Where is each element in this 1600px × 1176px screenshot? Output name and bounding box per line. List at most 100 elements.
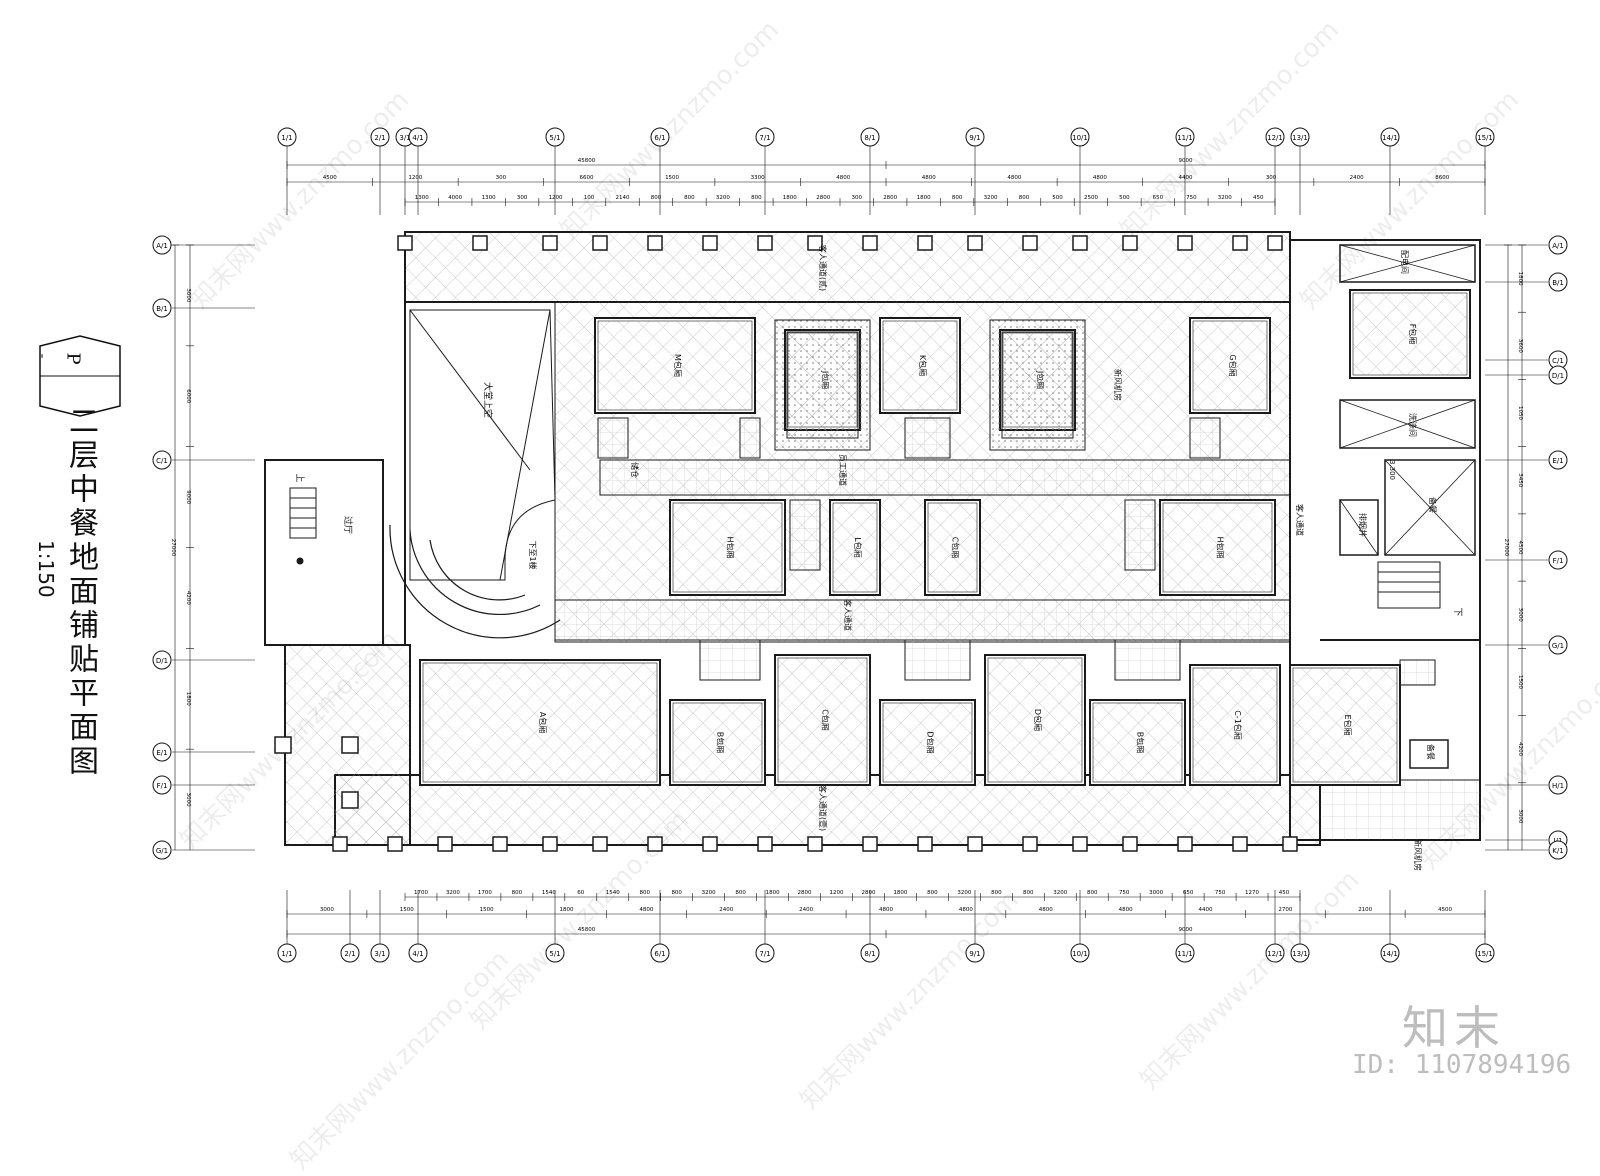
washroom-block [789,499,821,571]
room-block: B包厢 [1089,699,1186,786]
svg-text:F/1: F/1 [157,782,168,790]
room-label: C包厢 [821,709,831,731]
corridor-top-label: 客人通道(贰) [818,245,828,291]
svg-text:2400: 2400 [1350,175,1364,181]
svg-text:4800: 4800 [836,175,850,181]
room-label: C包厢 [951,537,961,559]
svg-text:3000: 3000 [320,907,334,913]
shaft-room [1339,499,1379,556]
left-axis-bubble: E/1 [152,742,172,762]
svg-text:3200: 3200 [1218,195,1232,201]
svg-text:4/1: 4/1 [412,134,423,142]
svg-text:650: 650 [1153,195,1164,201]
svg-text:15/1: 15/1 [1477,134,1493,142]
prep-room [1384,459,1476,556]
drawing-title: 二层中餐地面铺贴平面图 [63,405,98,779]
room-block: C包厢 [924,499,981,596]
svg-text:4500: 4500 [1517,541,1523,555]
top-corridor-slab [404,231,1291,303]
svg-text:500: 500 [1119,195,1130,201]
svg-text:800: 800 [671,890,682,896]
svg-text:1300: 1300 [415,195,429,201]
washroom-block [1399,659,1436,686]
column [967,836,983,852]
stair-down-label: 下 [1452,607,1462,616]
column [1072,836,1088,852]
top-axis-bubble: 8/1 [860,127,880,147]
svg-text:6600: 6600 [580,175,594,181]
svg-text:800: 800 [952,195,963,201]
svg-text:1800: 1800 [783,195,797,201]
column [1267,235,1283,251]
svg-text:4200: 4200 [1517,742,1523,756]
svg-text:4800: 4800 [1119,907,1133,913]
svg-text:12/1: 12/1 [1267,950,1283,958]
svg-text:1500: 1500 [665,175,679,181]
bottom-axis-bubble: 3/1 [370,943,390,963]
washroom-block [904,417,951,459]
column [1072,235,1088,251]
top-axis-bubble: 14/1 [1380,127,1400,147]
svg-text:3200: 3200 [716,195,730,201]
left-axis-bubble: A/1 [152,235,172,255]
left-axis-bubble: F/1 [152,775,172,795]
column [917,235,933,251]
svg-text:3000: 3000 [1149,890,1163,896]
svg-text:300: 300 [517,195,528,201]
spiral-stair [389,524,561,639]
top-axis-bubble: 6/1 [650,127,670,147]
svg-text:2400: 2400 [799,907,813,913]
left-axis-bubble: G/1 [152,840,172,860]
corridor-bottom-label: 客人通道(壹) [818,785,828,831]
bottom-axis-bubble: 4/1 [408,943,428,963]
column [387,836,403,852]
bottom-axis-bubble: 2/1 [340,943,360,963]
column [492,836,508,852]
title-block [20,316,130,836]
central-corridor [599,459,1291,496]
svg-text:1300: 1300 [482,195,496,201]
svg-text:4800: 4800 [639,907,653,913]
svg-text:2800: 2800 [883,195,897,201]
svg-text:8600: 8600 [1435,175,1449,181]
svg-text:3600: 3600 [1517,339,1523,353]
svg-text:13/1: 13/1 [1292,950,1308,958]
column-layer [274,235,1298,852]
svg-text:C/1: C/1 [156,457,168,465]
bottom-axis-bubble: 14/1 [1380,943,1400,963]
bottom-corridor-slab [334,774,1321,846]
right-lower-floor [1319,779,1481,841]
room-label: D包厢 [1033,709,1043,731]
svg-text:1800: 1800 [1517,272,1523,286]
bottom-axis-bubble: 9/1 [965,943,985,963]
svg-text:800: 800 [651,195,662,201]
column [967,235,983,251]
svg-text:450: 450 [1279,890,1290,896]
column [1232,235,1248,251]
top-axis-bubble: 12/1 [1265,127,1285,147]
svg-text:5/1: 5/1 [549,950,560,958]
top-axis-bubble: 2/1 [370,127,390,147]
washroom-block [1189,417,1221,459]
svg-text:800: 800 [1023,890,1034,896]
svg-text:800: 800 [751,195,762,201]
svg-text:3000: 3000 [185,793,191,807]
corridor-mid-top-label: 员工通道 [838,454,848,486]
svg-text:2800: 2800 [816,195,830,201]
svg-text:1/1: 1/1 [281,134,292,142]
corridor-right-label: 客人通道 [1295,504,1305,536]
central-corridor-2 [554,599,1291,641]
right-axis-bubble: B/1 [1548,272,1568,292]
drawing-tag-letter: P [62,352,84,365]
left-axis-bubble: C/1 [152,450,172,470]
image-id: ID: 1107894196 [1352,1050,1572,1080]
svg-text:1800: 1800 [893,890,907,896]
svg-text:4500: 4500 [1438,907,1452,913]
svg-text:K/1: K/1 [1552,847,1563,855]
room-label: H包厢 [1216,536,1226,558]
svg-text:1700: 1700 [478,890,492,896]
right-axis-bubble: G/1 [1548,635,1568,655]
